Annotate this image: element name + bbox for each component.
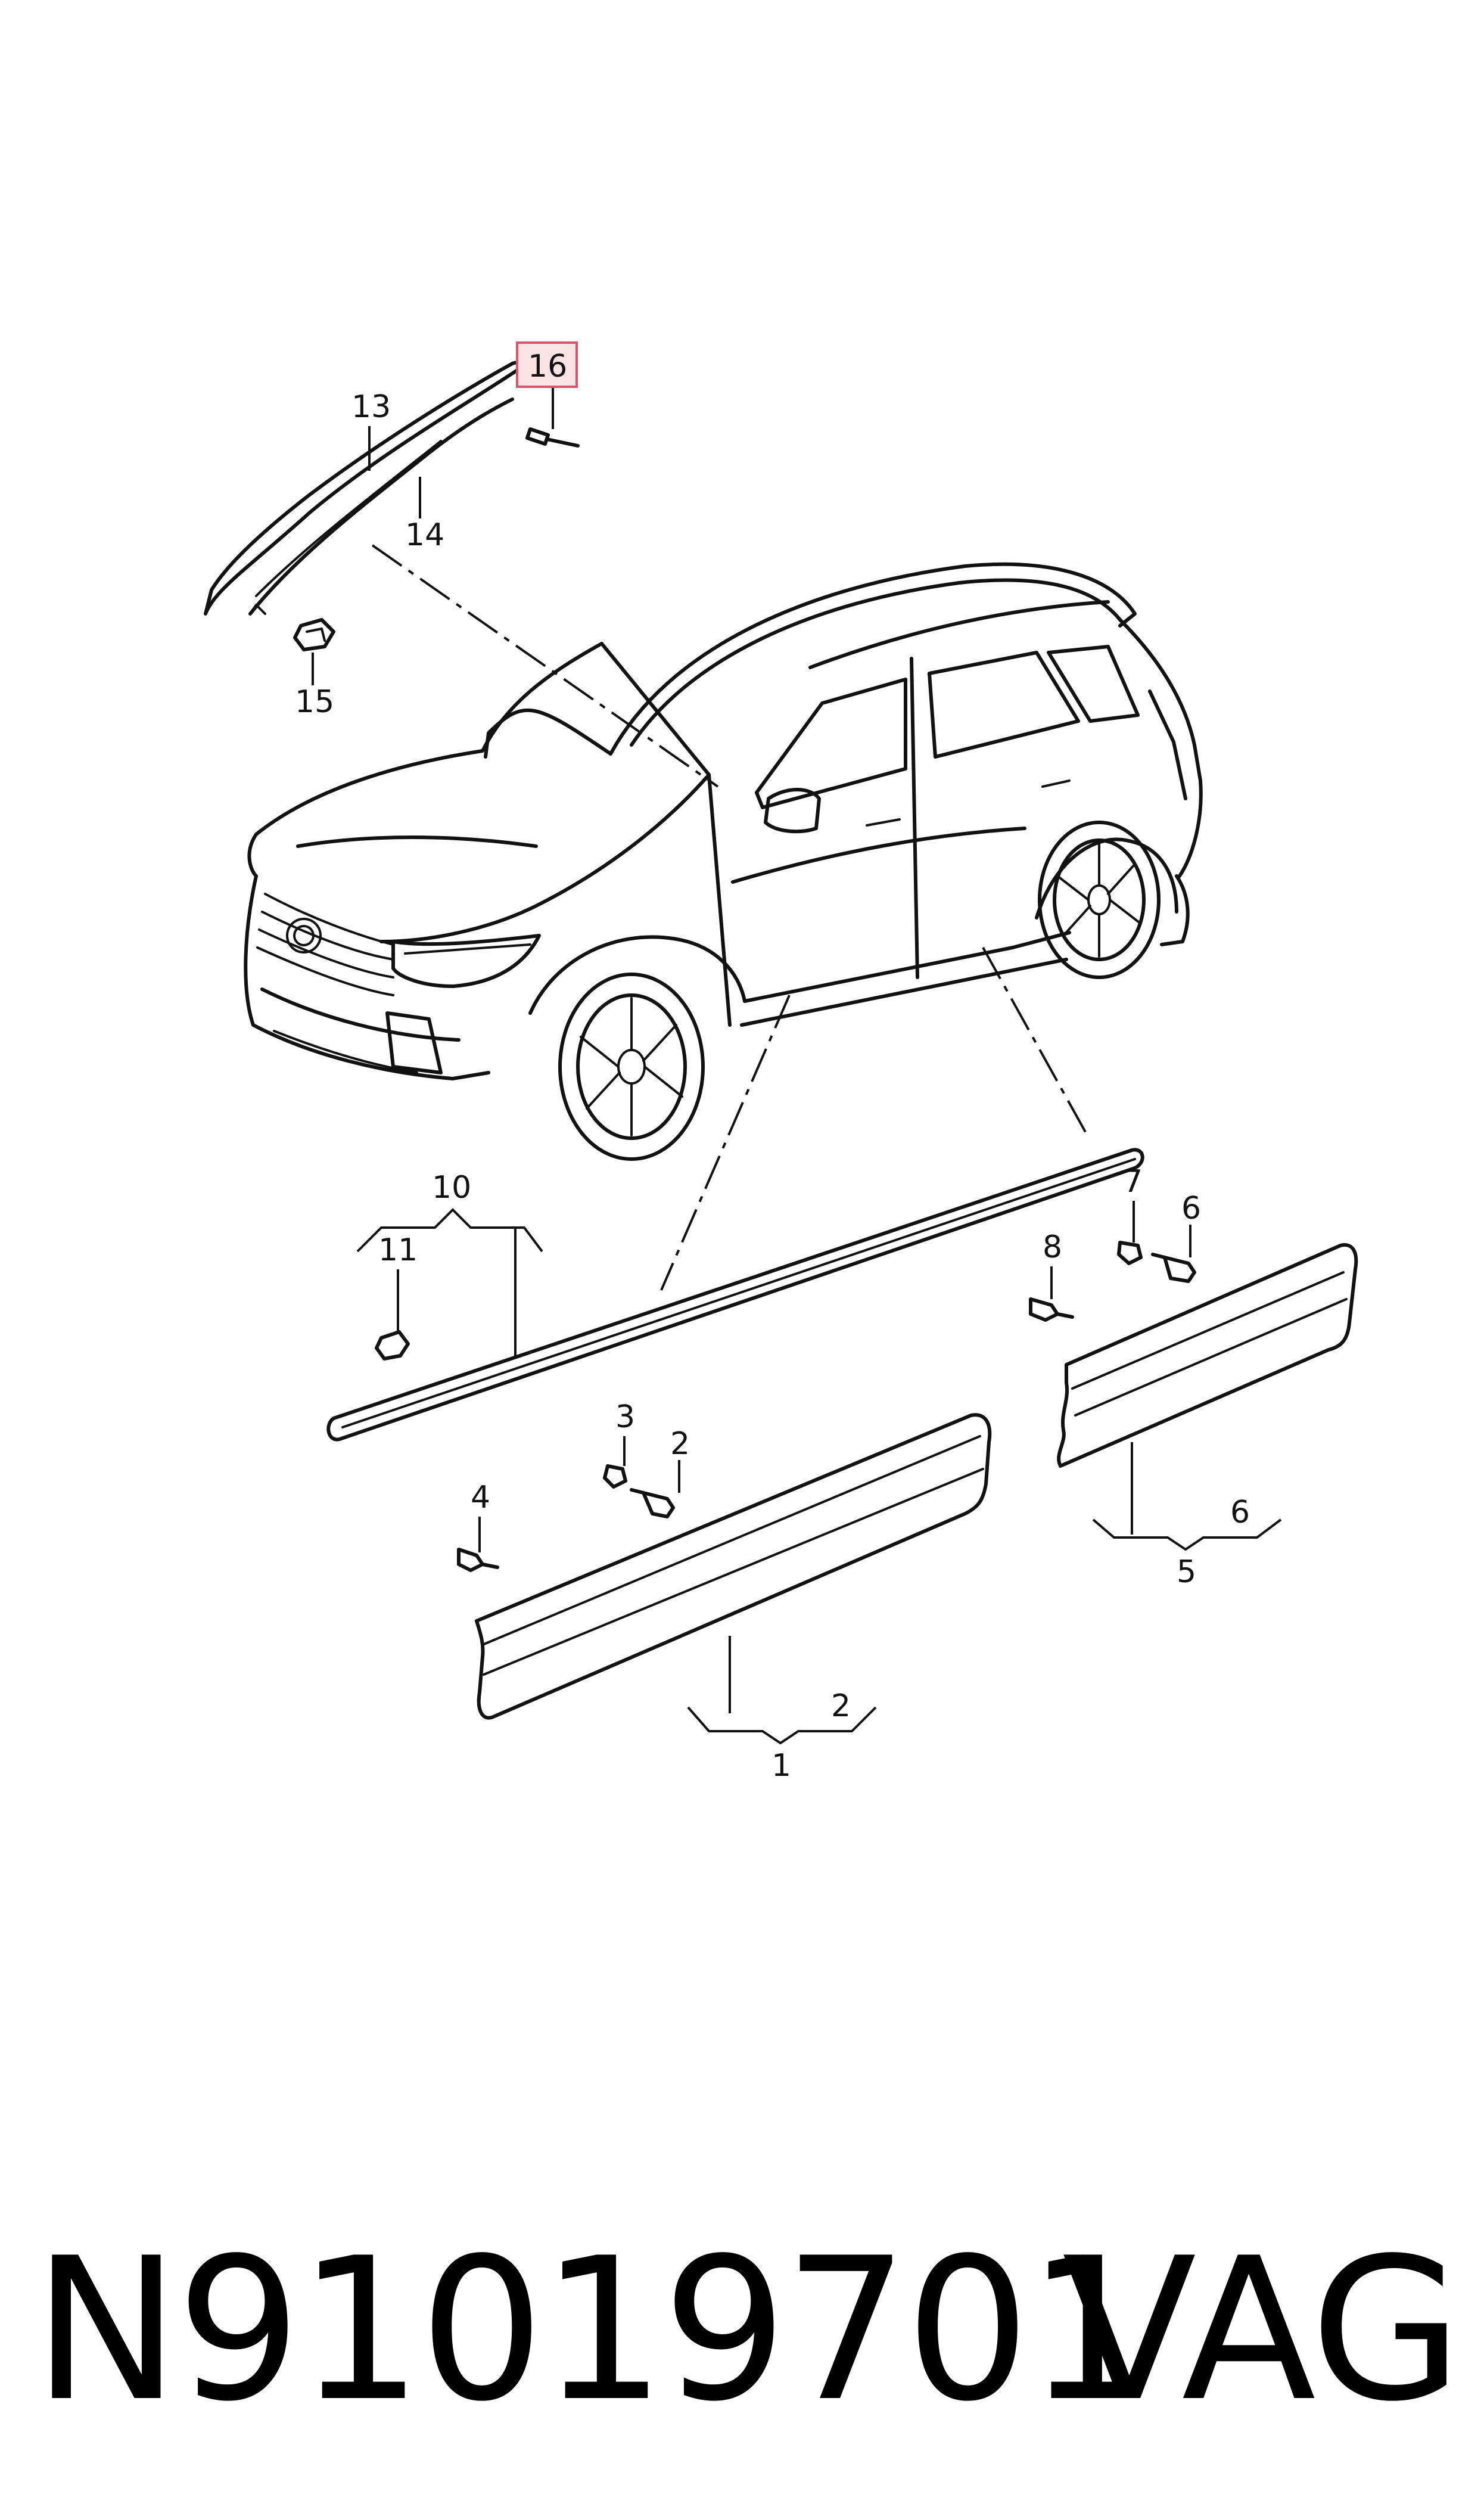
callout-14: 14: [405, 517, 444, 553]
part-number: N91019701: [33, 2216, 1152, 2445]
fasteners-2-3-4: [457, 1464, 675, 1572]
callout-1: 1: [771, 1748, 791, 1784]
clip-15: [293, 618, 335, 651]
rivet-16: [525, 427, 580, 448]
highlight-box-16: [516, 341, 578, 388]
callout-7: 7: [1123, 1164, 1143, 1200]
callout-labels: 13 14 15 16 10 11 3 2 4 2 1 7 6 8 6 5: [295, 349, 1250, 1784]
callout-13: 13: [351, 389, 391, 425]
sill-strip-10: [326, 1148, 1144, 1442]
callout-5: 5: [1177, 1554, 1196, 1590]
callout-6-lower: 6: [1230, 1495, 1250, 1530]
front-door-trim-1: [475, 1413, 992, 1720]
callout-11: 11: [378, 1232, 418, 1268]
reference-lines: [371, 544, 1088, 1291]
callout-15: 15: [295, 684, 334, 720]
clip-11: [375, 1330, 410, 1361]
rear-door-trim-5: [1057, 1243, 1358, 1468]
callout-4: 4: [471, 1480, 490, 1515]
callout-16: 16: [528, 349, 567, 384]
callout-6-upper: 6: [1181, 1191, 1201, 1226]
callout-3: 3: [615, 1399, 635, 1435]
fasteners-6-7-8: [1029, 1241, 1196, 1322]
leader-lines: [312, 387, 1282, 1745]
car-illustration: [244, 562, 1203, 1161]
callout-2-upper: 2: [670, 1426, 690, 1462]
footer: N91019701 VAG: [0, 2205, 1484, 2455]
callout-2-lower: 2: [831, 1688, 851, 1724]
callout-10: 10: [432, 1170, 471, 1206]
callout-8: 8: [1043, 1229, 1062, 1265]
brand-label: VAG: [1062, 2216, 1463, 2445]
